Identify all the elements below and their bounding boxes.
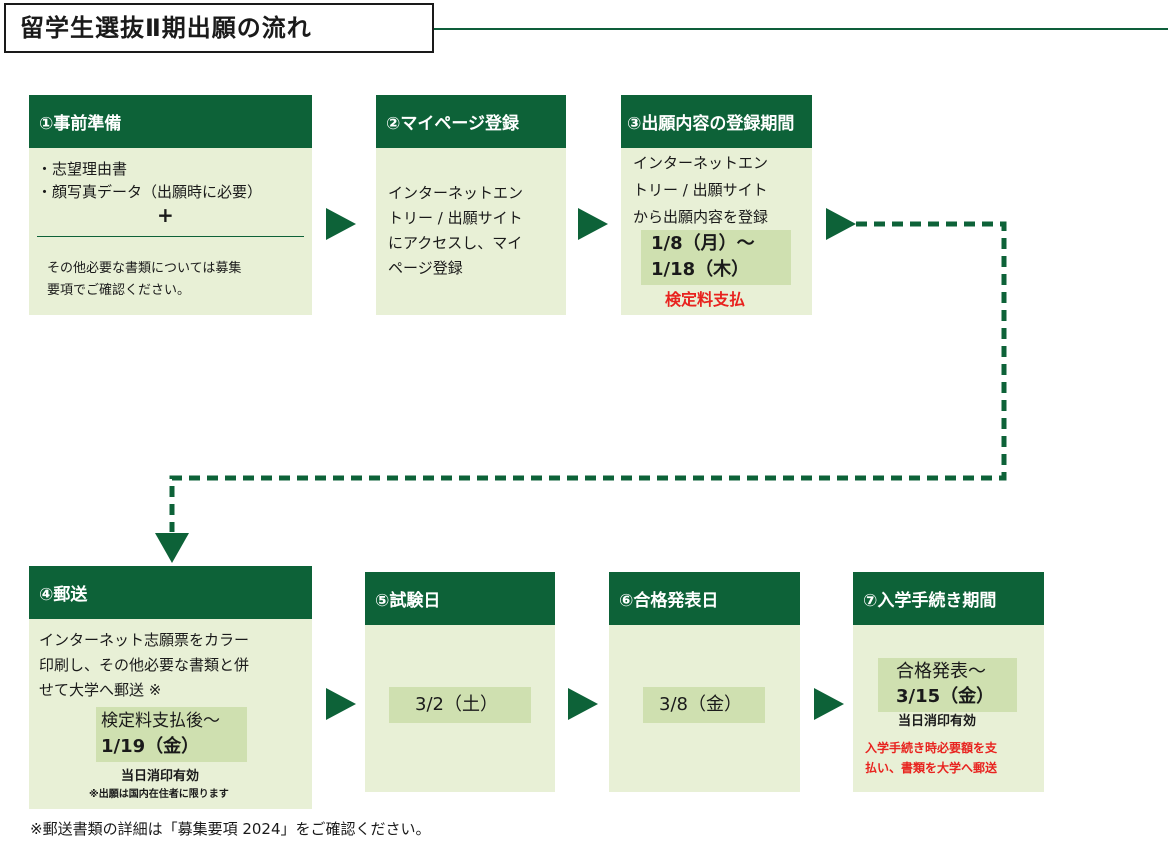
step-3-registration-period: ③出願内容の登録期間 インターネットエン トリー / 出願サイト から出願内容を…: [621, 95, 812, 315]
step-5-date-highlight: [389, 687, 531, 723]
step-1-plus: +: [157, 203, 174, 227]
step-2-line2: トリー / 出願サイト: [388, 209, 523, 227]
step-3-fee-payment: 検定料支払: [665, 290, 746, 309]
footnote: ※郵送書類の詳細は「募集要項 2024」をご確認ください。: [30, 820, 431, 838]
step-1-bullet-photo: ・顔写真データ（出願時に必要）: [37, 183, 263, 201]
step-1-bullet-reason: ・志望理由書: [37, 160, 128, 178]
step-4-mailing: ④郵送 インターネット志願票をカラー 印刷し、その他必要な書類と併 せて大学へ郵…: [29, 566, 312, 809]
step-6-header: ⑥合格発表日: [609, 572, 800, 625]
step-5-exam-date: ⑤試験日 3/2（土）: [365, 572, 555, 792]
arrow-down-to-4: [155, 533, 189, 563]
step-3-line1: インターネットエン: [633, 154, 769, 172]
step-6-date: 3/8（金）: [659, 694, 742, 715]
step-6-date-highlight: [643, 687, 765, 723]
step-3-line3: から出願内容を登録: [633, 208, 769, 226]
step-1-body: [29, 148, 312, 315]
step-1-header: ①事前準備: [29, 95, 312, 148]
title-rule: [434, 28, 1168, 30]
step-7-date-end: 3/15（金）: [896, 686, 995, 707]
arrow-right-5-6: [568, 688, 598, 720]
arrow-right-2-3: [578, 208, 608, 240]
step-2-header: ②マイページ登録: [376, 95, 566, 148]
step-4-line1: インターネット志願票をカラー: [39, 631, 250, 649]
step-2-line4: ページ登録: [388, 259, 463, 277]
step-1-preparation: ①事前準備 ・志望理由書 ・顔写真データ（出願時に必要） + その他必要な書類に…: [29, 95, 312, 315]
arrow-right-3-dotted: [826, 208, 856, 240]
step-7-red-line2: 払い、書類を大学へ郵送: [865, 761, 998, 775]
step-3-line2: トリー / 出願サイト: [633, 181, 768, 199]
step-2-mypage: ②マイページ登録 インターネットエン トリー / 出願サイト にアクセスし、マイ…: [376, 95, 566, 315]
step-1-note-line2: 要項でご確認ください。: [47, 283, 191, 298]
step-7-valid-postmark: 当日消印有効: [898, 714, 977, 729]
step-4-date-highlight: [96, 707, 247, 762]
step-4-valid-postmark: 当日消印有効: [121, 769, 200, 784]
step-5-date: 3/2（土）: [415, 694, 498, 715]
step-4-header: ④郵送: [29, 566, 312, 619]
step-6-results-date: ⑥合格発表日 3/8（金）: [609, 572, 800, 792]
step-3-header: ③出願内容の登録期間: [621, 95, 812, 148]
step-7-date-highlight: [878, 658, 1017, 712]
step-7-enrollment-period: ⑦入学手続き期間 合格発表～ 3/15（金） 当日消印有効 入学手続き時必要額を…: [853, 572, 1044, 792]
arrow-right-1-2: [326, 208, 356, 240]
step-1-divider: [37, 236, 304, 237]
step-5-header: ⑤試験日: [365, 572, 555, 625]
step-4-date-start: 検定料支払後～: [101, 711, 220, 731]
step-3-date-end: 1/18（木）: [651, 259, 750, 280]
step-2-line1: インターネットエン: [388, 184, 524, 202]
step-7-date-start: 合格発表～: [896, 661, 986, 682]
step-2-line3: にアクセスし、マイ: [388, 234, 523, 252]
step-4-residency-note: ※出願は国内在住者に限ります: [89, 789, 229, 800]
arrow-right-4-5: [326, 688, 356, 720]
step-7-red-line1: 入学手続き時必要額を支: [865, 741, 998, 755]
step-3-date-highlight: [641, 230, 791, 285]
step-2-body: [376, 148, 566, 315]
step-4-line3: せて大学へ郵送 ※: [39, 681, 162, 699]
step-7-header: ⑦入学手続き期間: [853, 572, 1044, 625]
page-title: 留学生選抜Ⅱ期出願の流れ: [4, 3, 434, 53]
step-4-line2: 印刷し、その他必要な書類と併: [39, 656, 250, 674]
step-1-note-line1: その他必要な書類については募集: [47, 261, 242, 276]
arrow-right-6-7: [814, 688, 844, 720]
step-4-date-end: 1/19（金）: [101, 736, 200, 757]
step-3-date-start: 1/8（月）～: [651, 233, 755, 254]
